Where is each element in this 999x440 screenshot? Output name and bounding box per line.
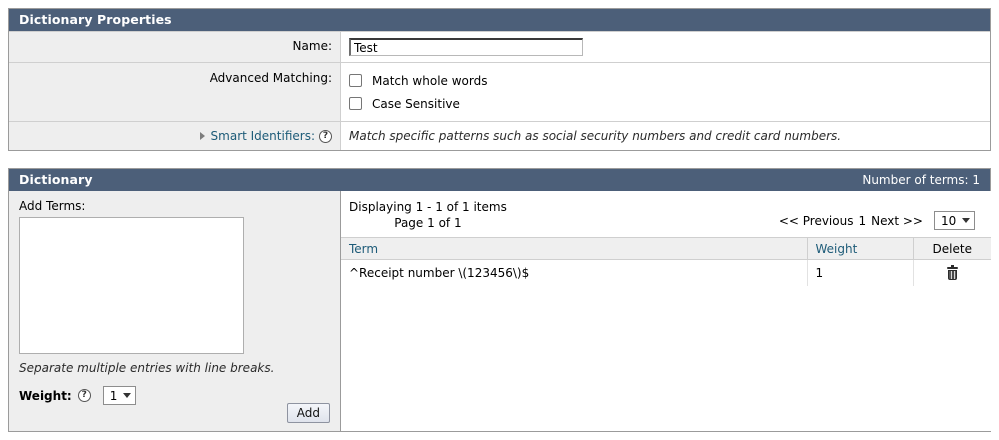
advanced-matching-row: Advanced Matching: Match whole words Cas… xyxy=(9,62,990,121)
dictionary-properties-title: Dictionary Properties xyxy=(19,12,172,27)
match-whole-words-option[interactable]: Match whole words xyxy=(349,69,982,92)
help-icon[interactable]: ? xyxy=(319,129,332,143)
page-of-text: Page 1 of 1 xyxy=(394,216,462,230)
dictionary-properties-panel: Dictionary Properties Name: Advanced Mat… xyxy=(8,8,991,151)
previous-page-link[interactable]: << Previous xyxy=(778,213,854,228)
smart-identifiers-row: Smart Identifiers: ? Match specific patt… xyxy=(9,121,990,150)
column-header-term[interactable]: Term xyxy=(341,237,807,260)
table-row: ^Receipt number \(123456\)$ 1 xyxy=(341,259,991,286)
advanced-matching-label: Advanced Matching: xyxy=(9,63,341,121)
dictionary-title: Dictionary xyxy=(19,172,93,187)
match-whole-words-label: Match whole words xyxy=(372,73,488,88)
smart-identifiers-description: Match specific patterns such as social s… xyxy=(349,129,842,143)
name-row: Name: xyxy=(9,31,990,62)
smart-identifiers-label[interactable]: Smart Identifiers: xyxy=(210,129,315,143)
name-field-cell xyxy=(341,32,990,62)
terms-header-row: Term Weight Delete xyxy=(341,237,991,260)
weight-select-wrap[interactable]: 1 xyxy=(97,386,136,405)
weight-help-icon[interactable]: ? xyxy=(77,389,91,402)
dictionary-body: Add Terms: Separate multiple entries wit… xyxy=(9,191,991,431)
next-page-link[interactable]: Next >> xyxy=(871,213,923,228)
page-number-link[interactable]: 1 xyxy=(858,213,867,228)
column-header-delete: Delete xyxy=(912,237,991,260)
trash-icon[interactable] xyxy=(946,264,958,280)
add-terms-pane: Add Terms: Separate multiple entries wit… xyxy=(9,191,341,431)
name-label: Name: xyxy=(9,32,341,62)
dictionary-header: Dictionary Number of terms: 1 xyxy=(9,169,990,191)
terms-pane: Displaying 1 - 1 of 1 items Page 1 of 1 … xyxy=(341,191,991,431)
case-sensitive-option[interactable]: Case Sensitive xyxy=(349,92,982,115)
smart-identifiers-label-cell[interactable]: Smart Identifiers: ? xyxy=(9,122,341,150)
add-button[interactable]: Add xyxy=(286,403,330,423)
pager: Displaying 1 - 1 of 1 items Page 1 of 1 … xyxy=(341,191,991,237)
add-terms-hint: Separate multiple entries with line brea… xyxy=(19,361,275,375)
add-terms-label: Add Terms: xyxy=(19,199,86,213)
add-terms-textarea[interactable] xyxy=(19,217,244,354)
match-whole-words-checkbox[interactable] xyxy=(349,74,362,87)
name-input[interactable] xyxy=(349,38,583,56)
pager-controls: << Previous 1 Next >> 10 xyxy=(779,199,983,230)
cell-delete[interactable] xyxy=(912,259,991,286)
cell-term: ^Receipt number \(123456\)$ xyxy=(349,265,530,280)
smart-identifiers-description-cell: Match specific patterns such as social s… xyxy=(341,122,990,150)
dictionary-panel: Dictionary Number of terms: 1 Add Terms:… xyxy=(8,168,991,432)
displaying-text: Displaying 1 - 1 of 1 items xyxy=(349,200,507,214)
case-sensitive-checkbox[interactable] xyxy=(349,97,362,110)
weight-select[interactable]: 1 xyxy=(102,386,136,405)
page-size-select[interactable]: 10 xyxy=(934,211,975,230)
weight-label: Weight: xyxy=(19,388,72,403)
terms-table-head: Term Weight Delete xyxy=(341,237,991,260)
advanced-matching-field-cell: Match whole words Case Sensitive xyxy=(341,63,990,121)
page-size-select-wrap[interactable]: 10 xyxy=(928,211,975,230)
terms-table-body: ^Receipt number \(123456\)$ 1 xyxy=(341,259,991,286)
column-header-weight[interactable]: Weight xyxy=(806,237,913,260)
weight-control-row: Weight: ? 1 xyxy=(19,386,330,405)
dictionary-properties-header: Dictionary Properties xyxy=(9,9,990,31)
pager-summary: Displaying 1 - 1 of 1 items Page 1 of 1 xyxy=(349,199,507,231)
chevron-right-icon[interactable] xyxy=(199,132,205,140)
number-of-terms: Number of terms: 1 xyxy=(862,173,980,187)
terms-table: Term Weight Delete ^Receipt number \(123… xyxy=(341,237,991,286)
case-sensitive-label: Case Sensitive xyxy=(372,96,460,111)
cell-weight: 1 xyxy=(806,259,913,286)
